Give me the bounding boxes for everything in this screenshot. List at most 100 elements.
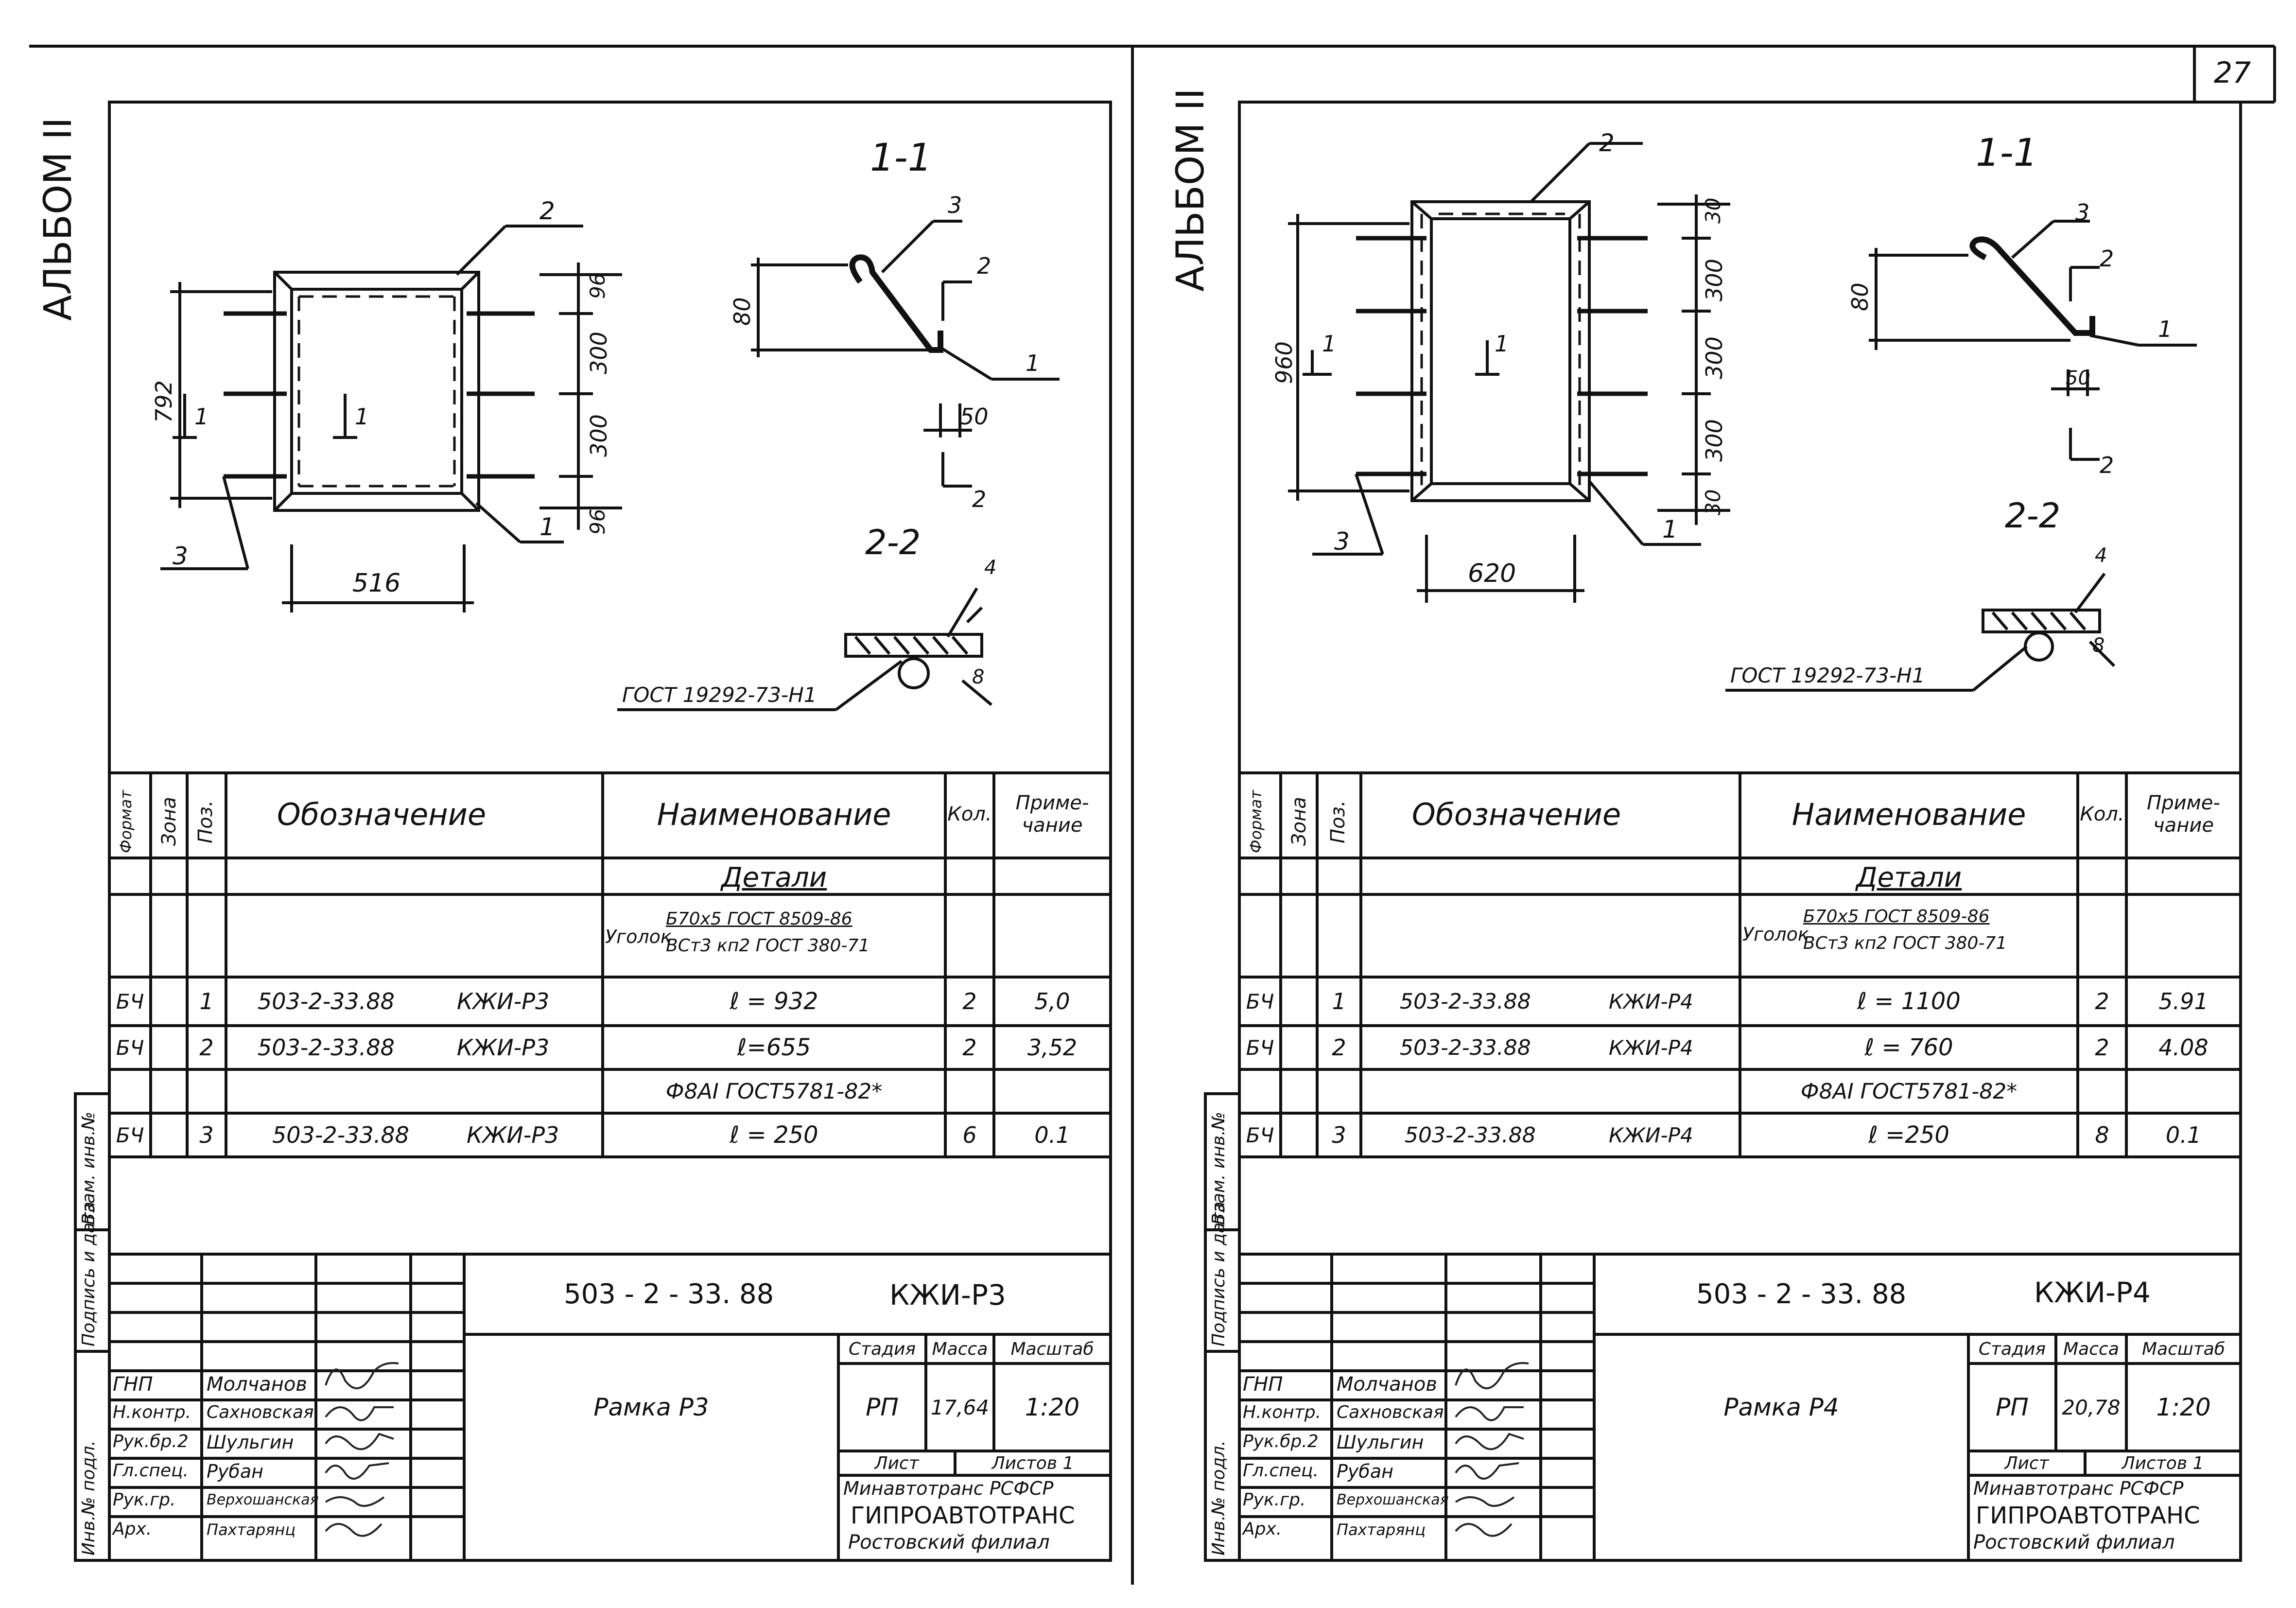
- row-name: ℓ =250: [1868, 1121, 1949, 1149]
- scale-value: 1:20: [1025, 1393, 1080, 1421]
- row-format: БЧ: [116, 1123, 144, 1147]
- signature-5: [325, 1496, 385, 1507]
- row-code: КЖИ-Р3: [467, 1122, 559, 1148]
- callout-2: 2: [539, 197, 555, 225]
- staff-role: Арх.: [1243, 1519, 1282, 1539]
- section-callout-3: 3: [948, 192, 962, 218]
- row-qty: 2: [2095, 988, 2109, 1014]
- row-note: 0.1: [2165, 1122, 2202, 1148]
- row-format: БЧ: [1246, 1123, 1274, 1147]
- frame-p3-drawing: [160, 220, 1060, 711]
- section-callout-2: 2: [977, 253, 991, 279]
- signature-2: [325, 1406, 394, 1421]
- staff-name: Верхошанская: [207, 1491, 319, 1508]
- row-pos: 2: [199, 1034, 214, 1061]
- staff-role: Рук.бр.2: [1243, 1432, 1319, 1451]
- row-code: КЖИ-Р3: [457, 988, 550, 1014]
- row-qty: 2: [2095, 1034, 2109, 1061]
- signature-10: [1455, 1462, 1519, 1480]
- sheet-label: Лист: [2004, 1453, 2049, 1473]
- dim-width: 620: [1468, 559, 1516, 588]
- staff-name: Рубан: [207, 1461, 263, 1482]
- staff-role: Н.контр.: [113, 1402, 191, 1422]
- org-ministry: Минавтотранс РСФСР: [843, 1478, 1054, 1499]
- staff-name: Молчанов: [207, 1373, 307, 1396]
- col-note: Приме-чание: [2147, 792, 2220, 837]
- row-qty: 2: [962, 1034, 977, 1061]
- row-pos: 1: [1332, 988, 1346, 1014]
- staff-name: Рубан: [1337, 1461, 1393, 1482]
- row-designation: 503-2-33.88: [258, 1034, 395, 1061]
- signature-12: [1455, 1523, 1513, 1537]
- row-note: 5,0: [1034, 988, 1070, 1014]
- signature-7: [1455, 1362, 1529, 1389]
- row-pos: 2: [1332, 1034, 1346, 1061]
- col-note: Приме-чание: [1015, 792, 1089, 837]
- row-format: БЧ: [1246, 1035, 1274, 1060]
- material-bottom: ВСт3 кп2 ГОСТ 380-71: [1803, 933, 2007, 953]
- material-top: Б70х5 ГОСТ 8509-86: [1803, 907, 1990, 926]
- sheets-count: Листов 1: [2122, 1453, 2204, 1473]
- row-name: ℓ = 250: [730, 1121, 818, 1149]
- row-note: 4.08: [2158, 1034, 2209, 1061]
- signature-6: [325, 1523, 383, 1537]
- row-pos: 3: [1332, 1122, 1346, 1148]
- cut-mark-1b: 1: [355, 403, 369, 430]
- row-name: ℓ = 760: [1864, 1034, 1953, 1061]
- staff-role: Рук.гр.: [113, 1490, 176, 1510]
- row-code: КЖИ-Р3: [457, 1034, 550, 1061]
- row-code: КЖИ-Р4: [1609, 989, 1693, 1014]
- staff-name: Сахновская: [1337, 1402, 1444, 1422]
- staff-role: ГНП: [113, 1373, 153, 1396]
- signature-1: [325, 1362, 399, 1389]
- row-designation: 503-2-33.88: [272, 1122, 409, 1148]
- col-name: Наименование: [1792, 796, 2026, 832]
- signature-11: [1455, 1496, 1515, 1507]
- section-callout-2: 2: [2100, 245, 2114, 272]
- title-code: 503 - 2 - 33. 88: [1696, 1278, 1907, 1310]
- dim-weld-b: 8: [972, 666, 985, 688]
- row-note: 3,52: [1027, 1034, 1078, 1061]
- col-designation: Обозначение: [1411, 796, 1621, 832]
- mass-header: Масса: [932, 1339, 988, 1359]
- row-format: БЧ: [116, 989, 144, 1014]
- staff-role: Гл.спец.: [113, 1461, 189, 1481]
- callout-3: 3: [1334, 527, 1350, 556]
- stage-value: РП: [1996, 1393, 2029, 1421]
- row-code: КЖИ-Р4: [1609, 1035, 1693, 1060]
- section-1-1-label: 1-1: [1976, 131, 2038, 175]
- org-ministry: Минавтотранс РСФСР: [1973, 1478, 2184, 1499]
- section-callout-1: 1: [2158, 316, 2173, 342]
- section-1-1-label: 1-1: [870, 136, 932, 180]
- staff-name: Верхошанская: [1337, 1491, 1449, 1508]
- title-code: 503 - 2 - 33. 88: [564, 1278, 774, 1310]
- sheets-count: Листов 1: [991, 1453, 1074, 1473]
- row-designation: 503-2-33.88: [258, 988, 395, 1014]
- material-prefix: Уголок: [1742, 924, 1809, 945]
- title-mark: КЖИ-Р4: [2034, 1276, 2151, 1309]
- section-title: Детали: [721, 861, 827, 893]
- staff-role: Рук.гр.: [1243, 1490, 1306, 1510]
- signature-4: [325, 1462, 389, 1480]
- section-2-2-label: 2-2: [865, 523, 921, 562]
- row-format: БЧ: [1246, 989, 1274, 1014]
- callout-2: 2: [1599, 129, 1615, 157]
- dim-weld: 4: [2095, 544, 2107, 567]
- sheet-label: Лист: [874, 1453, 919, 1473]
- row-pos: 3: [199, 1122, 214, 1148]
- col-qty: Кол.: [947, 803, 992, 825]
- cut-mark-1a: 1: [1322, 331, 1337, 357]
- callout-3: 3: [173, 542, 188, 570]
- dim-weld: 4: [984, 557, 997, 579]
- row-name: Ф8АI ГОСТ5781-82*: [665, 1079, 883, 1104]
- signature-8: [1455, 1406, 1524, 1421]
- material-bottom: ВСт3 кп2 ГОСТ 380-71: [666, 936, 870, 956]
- page-number: 27: [2214, 56, 2251, 90]
- row-name: ℓ=655: [737, 1034, 811, 1061]
- section-callout-3: 3: [2075, 199, 2090, 226]
- staff-name: Шульгин: [207, 1432, 294, 1453]
- material-prefix: Уголок: [605, 926, 672, 947]
- title-mark: КЖИ-Р3: [889, 1278, 1006, 1311]
